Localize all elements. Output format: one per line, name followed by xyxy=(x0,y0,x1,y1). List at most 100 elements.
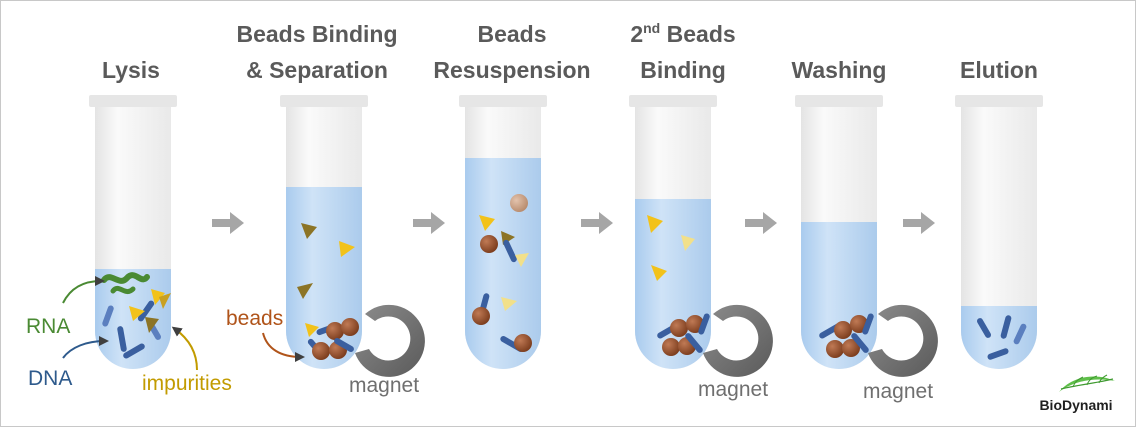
dna-fragment xyxy=(123,343,145,359)
tube-liquid xyxy=(286,187,362,369)
impurities-pointer-arrow xyxy=(171,326,198,371)
tube-liquid xyxy=(961,306,1037,369)
resuspension-contents xyxy=(472,194,532,352)
magnet-label: magnet xyxy=(863,380,933,403)
beads-pointer-arrow xyxy=(262,332,305,362)
impurity-particle xyxy=(297,283,313,299)
bead xyxy=(480,235,498,253)
tube-cap xyxy=(280,95,368,107)
impurity-particle xyxy=(129,306,145,321)
magnet-icon xyxy=(703,304,773,377)
second-binding-contents xyxy=(647,215,710,356)
tube-cap xyxy=(795,95,883,107)
bead xyxy=(312,342,330,360)
flow-arrow-icon xyxy=(745,212,777,234)
magnet-label: magnet xyxy=(349,374,419,397)
beads-label: beads xyxy=(226,307,283,330)
bead xyxy=(341,318,359,336)
flow-arrows xyxy=(212,212,935,234)
elution-contents xyxy=(977,315,1027,360)
step-title-second-binding-line2: Binding xyxy=(640,57,726,83)
dna-fragment xyxy=(102,305,114,327)
superscript-base: 2 xyxy=(630,21,643,47)
step-title-beads-binding-line1: Beads Binding xyxy=(236,21,397,47)
bead xyxy=(514,334,532,352)
dna-label: DNA xyxy=(28,367,72,390)
impurity-particle xyxy=(305,323,319,337)
washing-contents xyxy=(819,313,874,358)
tube-cap xyxy=(89,95,177,107)
bead xyxy=(510,194,528,212)
leaf-logo-icon xyxy=(1059,376,1115,392)
flow-arrow-icon xyxy=(903,212,935,234)
labels: RNA DNA impurities beads magnet magnet m… xyxy=(26,276,933,403)
tube-cap xyxy=(629,95,717,107)
rna-pointer-arrow xyxy=(62,276,105,304)
dna-fragment xyxy=(1000,315,1012,339)
dna-fragment xyxy=(137,300,155,322)
step-title-resuspension-line1: Beads xyxy=(477,21,546,47)
rna-label: RNA xyxy=(26,315,70,338)
bead xyxy=(826,340,844,358)
step-title-elution: Elution xyxy=(960,57,1038,83)
impurity-particle xyxy=(479,215,495,231)
dna-fragment xyxy=(987,348,1009,360)
tube-cap xyxy=(459,95,547,107)
superscript-rest: Beads xyxy=(660,21,735,47)
tube-body xyxy=(961,105,1037,369)
impurity-particle xyxy=(151,289,165,305)
step-title-washing: Washing xyxy=(792,57,887,83)
tube-elution xyxy=(955,95,1043,369)
impurities-label: impurities xyxy=(142,372,232,395)
dna-fragment xyxy=(685,333,703,353)
bead xyxy=(834,321,852,339)
impurity-particle xyxy=(681,235,695,251)
dna-fragment xyxy=(698,313,710,335)
rna-strand xyxy=(101,272,150,284)
magnet-label: magnet xyxy=(698,378,768,401)
impurity-particle xyxy=(501,297,517,311)
magnet-icon xyxy=(355,304,425,377)
tube-cap xyxy=(955,95,1043,107)
impurity-particle xyxy=(647,215,663,233)
bead xyxy=(670,319,688,337)
leaf-detail-icon xyxy=(1072,374,1108,388)
dna-fragment xyxy=(117,326,127,352)
dna-fragment xyxy=(977,318,991,338)
flow-arrow-icon xyxy=(581,212,613,234)
impurity-particle xyxy=(159,293,171,309)
bead xyxy=(472,307,490,325)
dna-fragment xyxy=(334,338,354,352)
bead xyxy=(326,322,344,340)
step-title-beads-binding-line2: & Separation xyxy=(246,57,388,83)
impurity-particle xyxy=(301,223,317,239)
magnets xyxy=(355,304,938,377)
rna-strand xyxy=(110,285,136,295)
flow-arrow-icon xyxy=(413,212,445,234)
dna-fragment xyxy=(1013,323,1027,345)
dna-pointer-arrow xyxy=(62,336,109,359)
bead xyxy=(842,339,860,357)
step-title-resuspension-line2: Resuspension xyxy=(433,57,590,83)
step-title-second-binding-line1: 2nd Beads xyxy=(630,20,735,47)
dna-fragment xyxy=(851,333,869,353)
step-title-lysis: Lysis xyxy=(102,57,160,83)
superscript-text: nd xyxy=(643,20,660,36)
impurity-particle xyxy=(651,265,667,281)
dna-fragment xyxy=(503,239,517,263)
tube-lysis xyxy=(89,95,177,369)
binding-contents xyxy=(297,223,359,360)
bead xyxy=(662,338,680,356)
flow-arrow-icon xyxy=(212,212,244,234)
dna-fragment xyxy=(862,313,874,335)
magnet-icon xyxy=(868,304,938,377)
lysis-contents xyxy=(101,272,171,359)
biodynami-logo: BioDynami xyxy=(1039,374,1115,413)
impurity-particle xyxy=(145,317,159,333)
impurity-particle xyxy=(339,241,355,257)
step-titles: Lysis Beads Binding & Separation Beads R… xyxy=(102,20,1038,83)
impurity-particle xyxy=(515,253,529,267)
logo-text: BioDynami xyxy=(1039,397,1112,413)
